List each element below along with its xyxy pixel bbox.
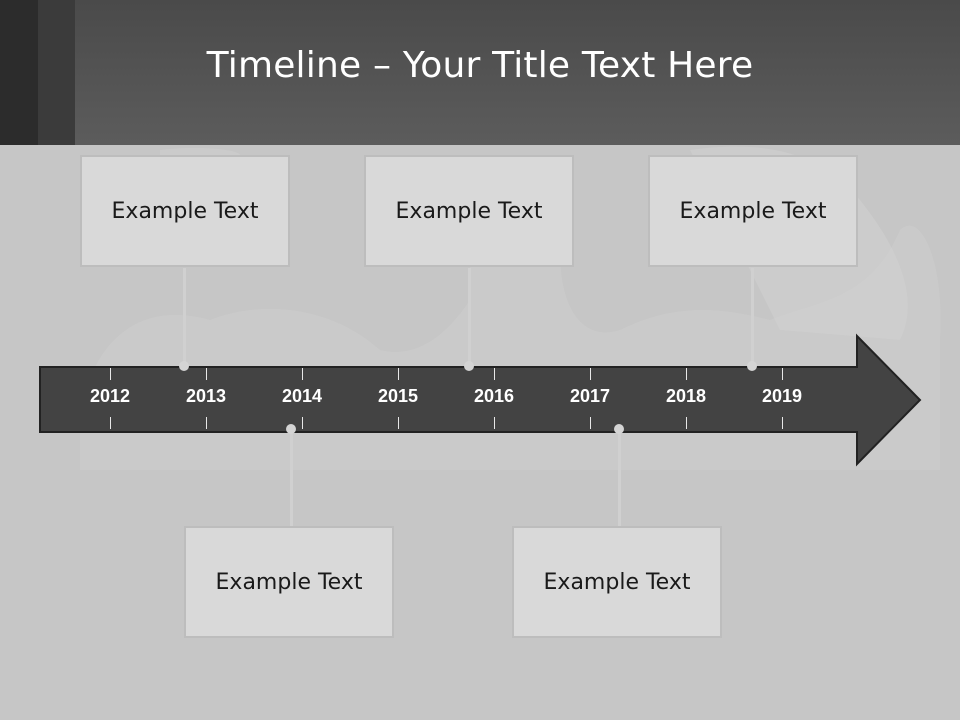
- year-label-2017: 2017: [569, 386, 611, 406]
- connector-dot-top-2: [464, 361, 474, 371]
- year-label-2012: 2012: [89, 386, 131, 406]
- year-tick-2012-top: [110, 368, 111, 380]
- year-tick-2012-bottom: [110, 417, 111, 429]
- header-accent-dark: [0, 0, 38, 145]
- year-tick-2019-bottom: [782, 417, 783, 429]
- year-tick-2015-top: [398, 368, 399, 380]
- year-tick-2014-top: [302, 368, 303, 380]
- year-tick-2013-top: [206, 368, 207, 380]
- title-bar: [0, 0, 960, 145]
- slide-title[interactable]: Timeline – Your Title Text Here: [206, 45, 754, 86]
- year-tick-2017-top: [590, 368, 591, 380]
- year-label-2013: 2013: [185, 386, 227, 406]
- connector-bottom-1: [290, 430, 293, 528]
- event-box-top-2[interactable]: Example Text: [364, 155, 574, 267]
- connector-top-1: [183, 268, 186, 366]
- event-box-bottom-1[interactable]: Example Text: [184, 526, 394, 638]
- connector-dot-bottom-2: [614, 424, 624, 434]
- year-tick-2019-top: [782, 368, 783, 380]
- year-tick-2013-bottom: [206, 417, 207, 429]
- year-tick-2018-bottom: [686, 417, 687, 429]
- year-label-2014: 2014: [281, 386, 323, 406]
- connector-dot-bottom-1: [286, 424, 296, 434]
- connector-dot-top-1: [179, 361, 189, 371]
- event-box-bottom-2[interactable]: Example Text: [512, 526, 722, 638]
- year-tick-2014-bottom: [302, 417, 303, 429]
- year-label-2016: 2016: [473, 386, 515, 406]
- connector-dot-top-3: [747, 361, 757, 371]
- year-label-2015: 2015: [377, 386, 419, 406]
- event-box-top-1[interactable]: Example Text: [80, 155, 290, 267]
- header-accent-mid: [38, 0, 75, 145]
- year-label-2019: 2019: [761, 386, 803, 406]
- year-tick-2015-bottom: [398, 417, 399, 429]
- year-tick-2016-bottom: [494, 417, 495, 429]
- connector-bottom-2: [618, 430, 621, 528]
- connector-top-3: [751, 268, 754, 366]
- connector-top-2: [468, 268, 471, 366]
- event-box-top-3[interactable]: Example Text: [648, 155, 858, 267]
- year-tick-2016-top: [494, 368, 495, 380]
- year-tick-2017-bottom: [590, 417, 591, 429]
- year-label-2018: 2018: [665, 386, 707, 406]
- year-tick-2018-top: [686, 368, 687, 380]
